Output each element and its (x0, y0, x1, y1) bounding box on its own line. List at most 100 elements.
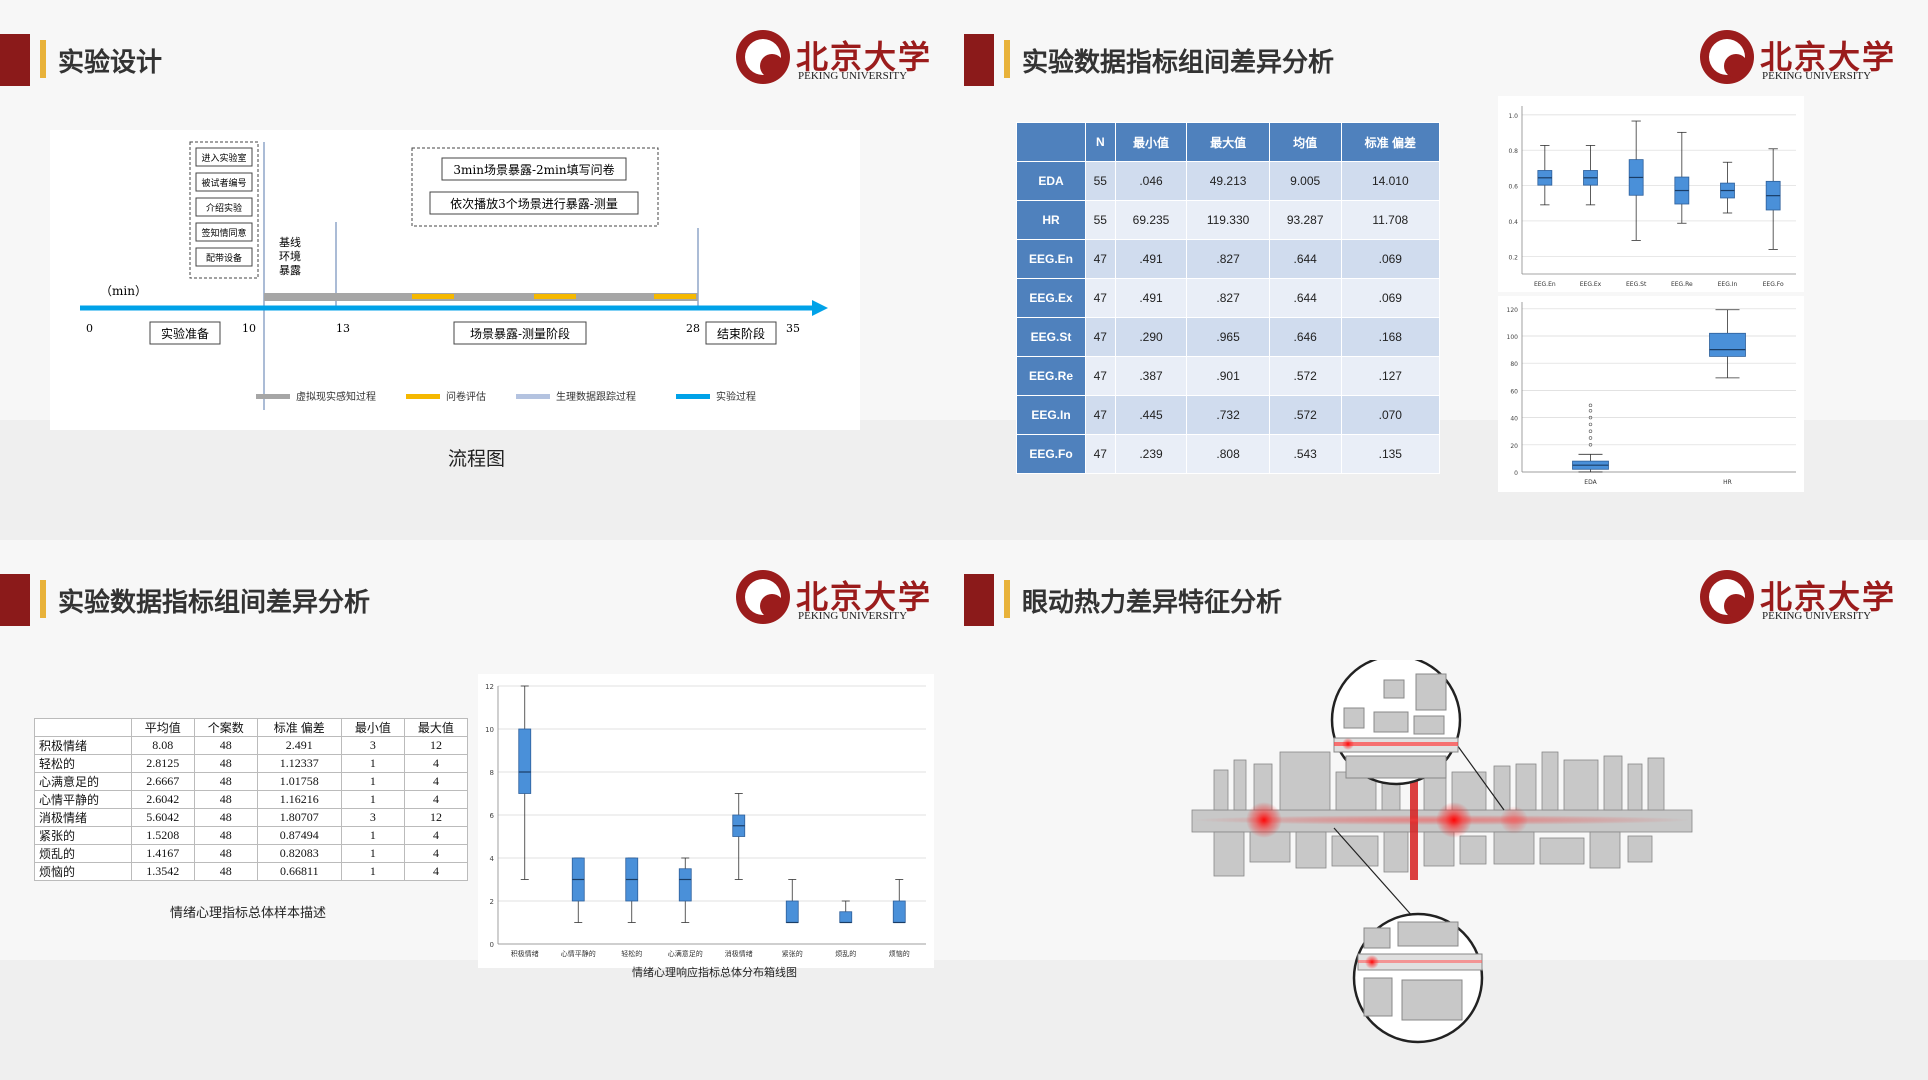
stats-cell: .543 (1268, 434, 1342, 474)
stats-cell: 47 (1085, 317, 1116, 357)
tick-28: 28 (686, 322, 700, 335)
emo-cell: 烦乱的 (34, 844, 132, 863)
prep-step-label: 被试者编号 (201, 177, 246, 189)
header-bar (0, 574, 30, 626)
stats-cell: .445 (1114, 395, 1188, 435)
emo-cell: 1 (340, 790, 405, 809)
header-bar (964, 34, 994, 86)
stats-cell: .965 (1186, 317, 1270, 357)
stats-cell: .491 (1114, 278, 1188, 318)
slide-experiment-design: 实验设计 北京大学 PEKING UNIVERSITY 进入实验室被试者编号介绍… (0, 0, 964, 540)
pku-name-en: PEKING UNIVERSITY (798, 610, 908, 622)
emo-cell: 2.6667 (130, 772, 195, 791)
emo-cell: 3 (340, 808, 405, 827)
x-tick-label: HR (1723, 479, 1732, 486)
emo-cell: 8.08 (130, 736, 195, 755)
header-bar (0, 34, 30, 86)
prep-step-label: 介绍实验 (206, 202, 242, 214)
stats-cell: 9.005 (1268, 161, 1342, 201)
stats-cell: .644 (1268, 278, 1342, 318)
emo-cell: 4 (403, 772, 469, 791)
outlier-point (1588, 422, 1593, 427)
box (678, 868, 692, 902)
emo-cell: 48 (193, 736, 258, 755)
stats-cell: 47 (1085, 278, 1116, 318)
box (785, 900, 799, 923)
legend-questionnaire: 问卷评估 (446, 390, 486, 403)
stats-cell: .572 (1268, 356, 1342, 396)
stats-cell: 69.235 (1114, 200, 1188, 240)
emotion-boxplot: 121086420积极情绪心情平静的轻松的心满意足的消极情绪紧张的烦乱的烦恼的 (478, 674, 934, 968)
y-tick-label: 0 (1514, 470, 1518, 477)
stats-cell: EEG.En (1016, 239, 1086, 279)
stats-cell: .644 (1268, 239, 1342, 279)
time-unit: （min） (100, 284, 147, 298)
stats-cell: 93.287 (1268, 200, 1342, 240)
stats-cell: .808 (1186, 434, 1270, 474)
emo-cell: 48 (193, 862, 258, 881)
emo-cell: 心情平静的 (34, 790, 132, 809)
pku-name-en: PEKING UNIVERSITY (1762, 70, 1872, 82)
emo-cell: 5.6042 (130, 808, 195, 827)
emo-cell: 2.8125 (130, 754, 195, 773)
x-tick-label: EEG.Re (1671, 281, 1693, 288)
y-tick-label: 10 (485, 726, 494, 734)
x-tick-label: EEG.St (1626, 281, 1647, 288)
stats-cell: HR (1016, 200, 1086, 240)
flow-box-1: 3min场景暴露-2min填写问卷 (453, 162, 614, 177)
stats-cell: .239 (1114, 434, 1188, 474)
emo-cell: 0.87494 (256, 826, 342, 845)
y-tick-label: 0.4 (1508, 219, 1518, 226)
emo-cell: 4 (403, 862, 469, 881)
pku-name-cn: 北京大学 (1760, 578, 1897, 616)
stats-cell: 11.708 (1340, 200, 1441, 240)
x-tick-label: 烦恼的 (889, 949, 910, 958)
slide-eye-heatmap: 眼动热力差异特征分析 北京大学 PEKING UNIVERSITY (964, 540, 1928, 1080)
stage-prep: 实验准备 (161, 326, 209, 341)
emotion-table-caption: 情绪心理指标总体样本描述 (170, 906, 327, 921)
y-tick-label: 12 (485, 683, 494, 691)
stats-cell: 55 (1085, 161, 1116, 201)
emo-cell: 48 (193, 772, 258, 791)
emo-header-cell: 平均值 (130, 718, 195, 737)
slide-title: 实验数据指标组间差异分析 (1022, 48, 1335, 78)
emo-cell: 1 (340, 772, 405, 791)
header-bar (964, 574, 994, 626)
y-tick-label: 2 (490, 898, 494, 906)
box (839, 911, 853, 923)
box (1709, 332, 1746, 357)
x-tick-label: EDA (1584, 479, 1597, 486)
emo-cell: 1.01758 (256, 772, 342, 791)
tick-10: 10 (242, 322, 256, 335)
y-tick-label: 0.6 (1508, 184, 1518, 191)
x-tick-label: EEG.En (1534, 281, 1556, 288)
emo-cell: 紧张的 (34, 826, 132, 845)
baseline-label-2: 环境 (279, 249, 301, 263)
stats-cell: .135 (1340, 434, 1441, 474)
box (892, 900, 906, 923)
prep-step-box (195, 172, 253, 192)
box (518, 728, 532, 794)
emo-cell: 12 (403, 736, 469, 755)
slide-title: 实验数据指标组间差异分析 (58, 588, 371, 618)
y-tick-label: 8 (490, 769, 494, 777)
stats-cell: .491 (1114, 239, 1188, 279)
emo-header-cell (34, 718, 132, 737)
zoom-circle-top (1330, 660, 1462, 786)
emo-cell: 轻松的 (34, 754, 132, 773)
emo-cell: 积极情绪 (34, 736, 132, 755)
baseline-label-3: 暴露 (279, 264, 301, 277)
emo-cell: 2.6042 (130, 790, 195, 809)
stats-cell: EEG.Fo (1016, 434, 1086, 474)
prep-step-label: 签知情同意 (201, 227, 246, 239)
emo-cell: 4 (403, 754, 469, 773)
pku-name-en: PEKING UNIVERSITY (1762, 610, 1872, 622)
